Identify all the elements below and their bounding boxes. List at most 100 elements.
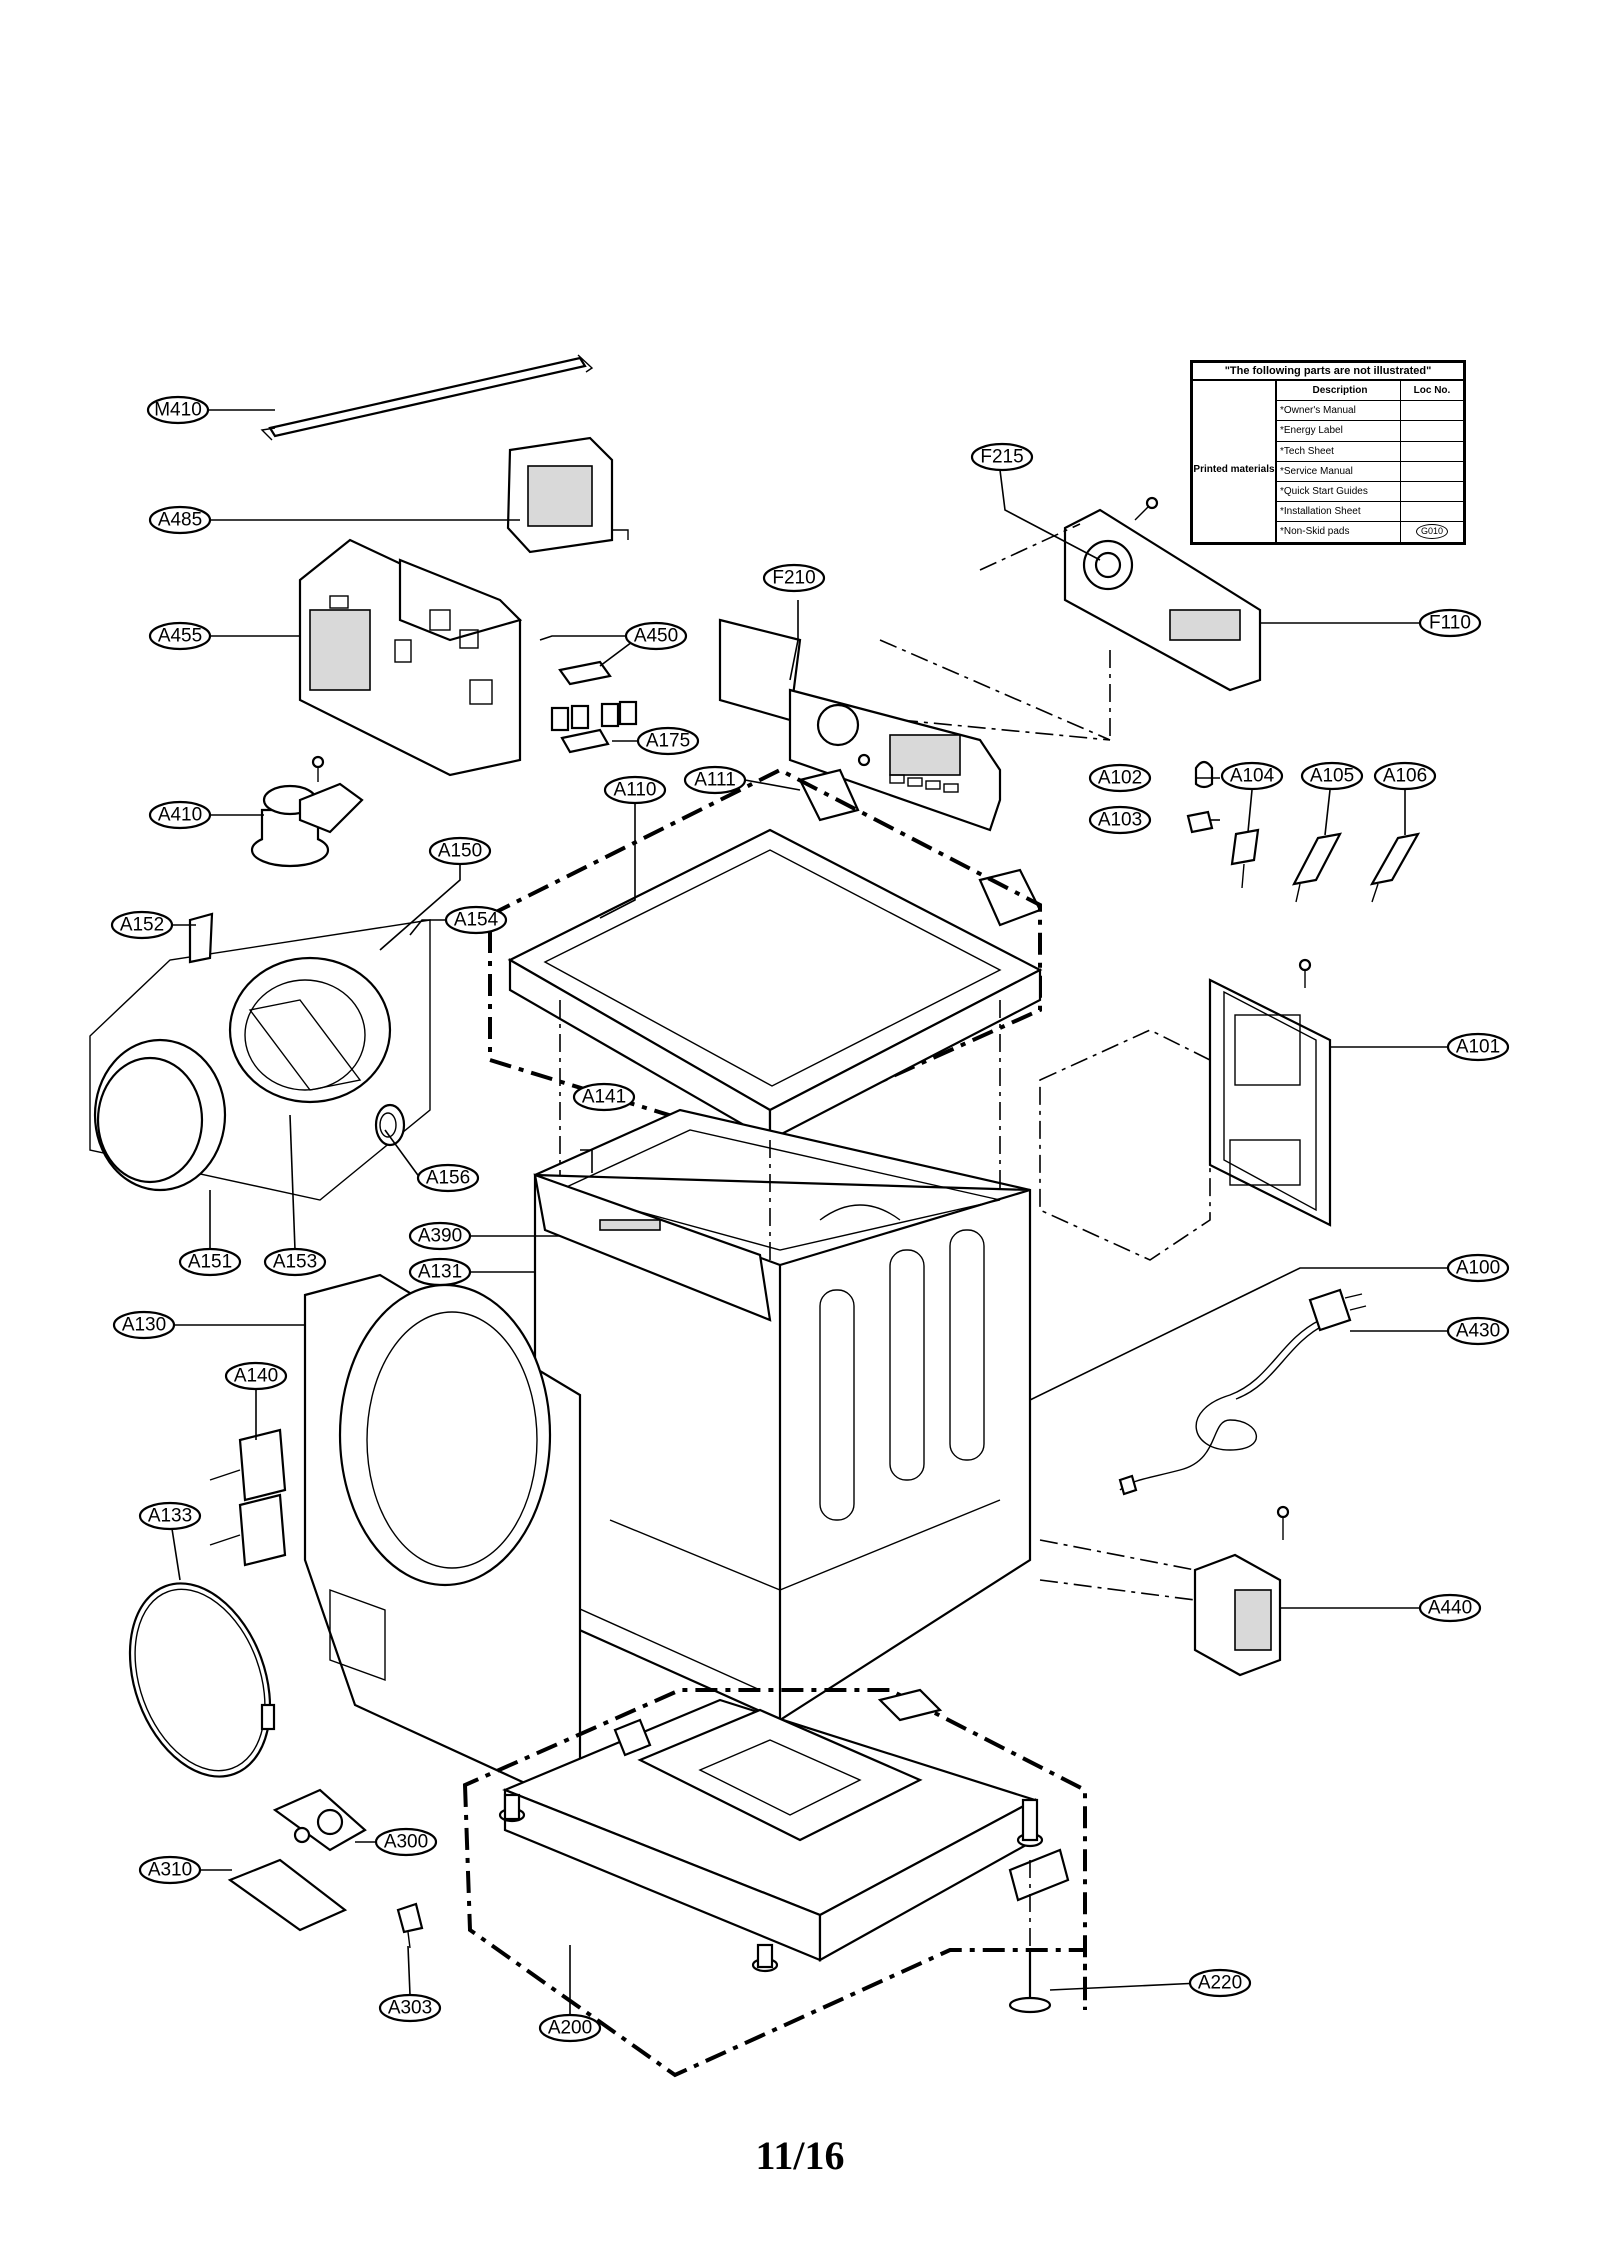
svg-text:A450: A450 <box>634 626 678 647</box>
svg-text:A200: A200 <box>548 2018 592 2039</box>
callout-a131: A131 <box>408 1257 472 1287</box>
table-row: *Non-Skid pads G010 <box>1277 522 1463 542</box>
svg-text:A150: A150 <box>438 841 482 862</box>
service-parts-a300-drawing <box>227 1788 424 1949</box>
svg-text:A105: A105 <box>1310 766 1354 787</box>
leader-lines <box>162 409 1450 2016</box>
table-row: *Owner's Manual <box>1277 401 1463 422</box>
row-loc <box>1400 441 1463 461</box>
callout-a430: A430 <box>1446 1316 1510 1346</box>
svg-text:A410: A410 <box>158 805 202 826</box>
table-title: "The following parts are not illustrated… <box>1193 363 1463 381</box>
callout-a390: A390 <box>408 1221 472 1251</box>
small-parts-a102-a106-drawing <box>1186 760 1421 903</box>
svg-text:A110: A110 <box>614 780 657 801</box>
table-row: *Energy Label <box>1277 421 1463 442</box>
row-loc: G010 <box>1400 522 1463 542</box>
callout-m410: M410 <box>146 395 210 425</box>
front-panel-a130-drawing <box>303 1273 582 1792</box>
svg-text:A140: A140 <box>234 1366 278 1387</box>
clips-a450-drawing <box>550 660 638 754</box>
svg-text:A100: A100 <box>1456 1258 1500 1279</box>
row-description: *Energy Label <box>1280 425 1343 437</box>
svg-text:F215: F215 <box>980 447 1023 468</box>
row-description: *Installation Sheet <box>1280 506 1361 518</box>
svg-text:A101: A101 <box>1456 1037 1500 1058</box>
callouts: M410 A485 A455 A450 A175 A410 F215 F210 … <box>110 395 1510 2043</box>
callout-a141: A141 <box>572 1082 636 1112</box>
svg-text:A130: A130 <box>122 1315 166 1336</box>
svg-text:A106: A106 <box>1383 766 1427 787</box>
callout-a154: A154 <box>444 905 508 935</box>
loc-badge: G010 <box>1415 524 1449 540</box>
row-loc <box>1400 481 1463 502</box>
svg-text:A104: A104 <box>1230 766 1275 787</box>
callout-a152: A152 <box>110 910 174 940</box>
table-row: *Quick Start Guides <box>1277 481 1463 503</box>
svg-text:A310: A310 <box>148 1860 192 1881</box>
top-plate-a110-drawing <box>488 767 1043 1143</box>
table-header-row: Description Loc No. <box>1277 381 1463 402</box>
callout-a300: A300 <box>374 1827 438 1857</box>
callout-a110: A110 <box>603 775 667 805</box>
callout-a153: A153 <box>263 1247 327 1277</box>
callout-a100: A100 <box>1446 1253 1510 1283</box>
pcb-a485-drawing <box>506 436 629 554</box>
callout-a303: A303 <box>378 1993 442 2023</box>
not-illustrated-parts-table: "The following parts are not illustrated… <box>1190 360 1466 545</box>
row-loc <box>1400 401 1463 421</box>
callout-f215: F215 <box>970 442 1034 472</box>
svg-text:A152: A152 <box>120 915 164 936</box>
callout-a105: A105 <box>1300 761 1364 791</box>
base-a200-drawing <box>462 1688 1087 2078</box>
back-panel-a101-drawing <box>1039 958 1332 1261</box>
door-assembly-a150-drawing <box>89 912 431 1201</box>
svg-text:F110: F110 <box>1429 613 1471 634</box>
callout-a111: A111 <box>683 765 747 795</box>
svg-text:A390: A390 <box>418 1226 462 1247</box>
callout-a133: A133 <box>138 1501 202 1531</box>
table-group-label: Printed materials <box>1193 381 1277 542</box>
callout-a130: A130 <box>112 1310 176 1340</box>
row-description: *Quick Start Guides <box>1280 485 1368 497</box>
svg-text:A156: A156 <box>426 1168 470 1189</box>
table-row: *Tech Sheet <box>1277 441 1463 462</box>
callout-a220: A220 <box>1188 1968 1252 1998</box>
callout-a156: A156 <box>416 1163 480 1193</box>
power-cord-a430-drawing <box>1118 1288 1367 1496</box>
row-loc <box>1400 421 1463 441</box>
callout-f110: F110 <box>1418 608 1482 638</box>
svg-text:A133: A133 <box>148 1506 192 1527</box>
callout-a102: A102 <box>1088 763 1152 793</box>
svg-text:A300: A300 <box>384 1832 428 1853</box>
header-loc: Loc No. <box>1400 381 1463 401</box>
pcb-a455-drawing <box>298 538 523 777</box>
svg-text:A141: A141 <box>582 1087 626 1108</box>
header-description: Description <box>1312 385 1368 396</box>
callout-a150: A150 <box>428 836 492 866</box>
svg-text:A131: A131 <box>418 1262 462 1283</box>
row-description: *Owner's Manual <box>1280 405 1356 417</box>
svg-text:A485: A485 <box>158 510 202 531</box>
callout-a455: A455 <box>148 621 212 651</box>
svg-text:A151: A151 <box>188 1252 232 1273</box>
callout-a485: A485 <box>148 505 212 535</box>
parts-drawing <box>89 354 1421 2078</box>
svg-text:A154: A154 <box>454 910 499 931</box>
control-panel-f210-drawing <box>718 618 1002 832</box>
callout-a310: A310 <box>138 1855 202 1885</box>
callout-a106: A106 <box>1373 761 1437 791</box>
leveling-leg-a220-drawing <box>1008 1848 1070 2014</box>
noise-filter-a440-drawing <box>1039 1505 1290 1677</box>
row-description: *Service Manual <box>1280 465 1353 477</box>
svg-text:M410: M410 <box>154 400 202 421</box>
callout-a450: A450 <box>624 621 688 651</box>
callout-a151: A151 <box>178 1247 242 1277</box>
svg-text:A303: A303 <box>388 1998 432 2019</box>
page-number: 11/16 <box>755 2133 845 2178</box>
callout-a140: A140 <box>224 1361 288 1391</box>
svg-text:A440: A440 <box>1428 1598 1472 1619</box>
callout-a200: A200 <box>538 2013 602 2043</box>
callout-a104: A104 <box>1220 761 1284 791</box>
callout-a101: A101 <box>1446 1032 1510 1062</box>
